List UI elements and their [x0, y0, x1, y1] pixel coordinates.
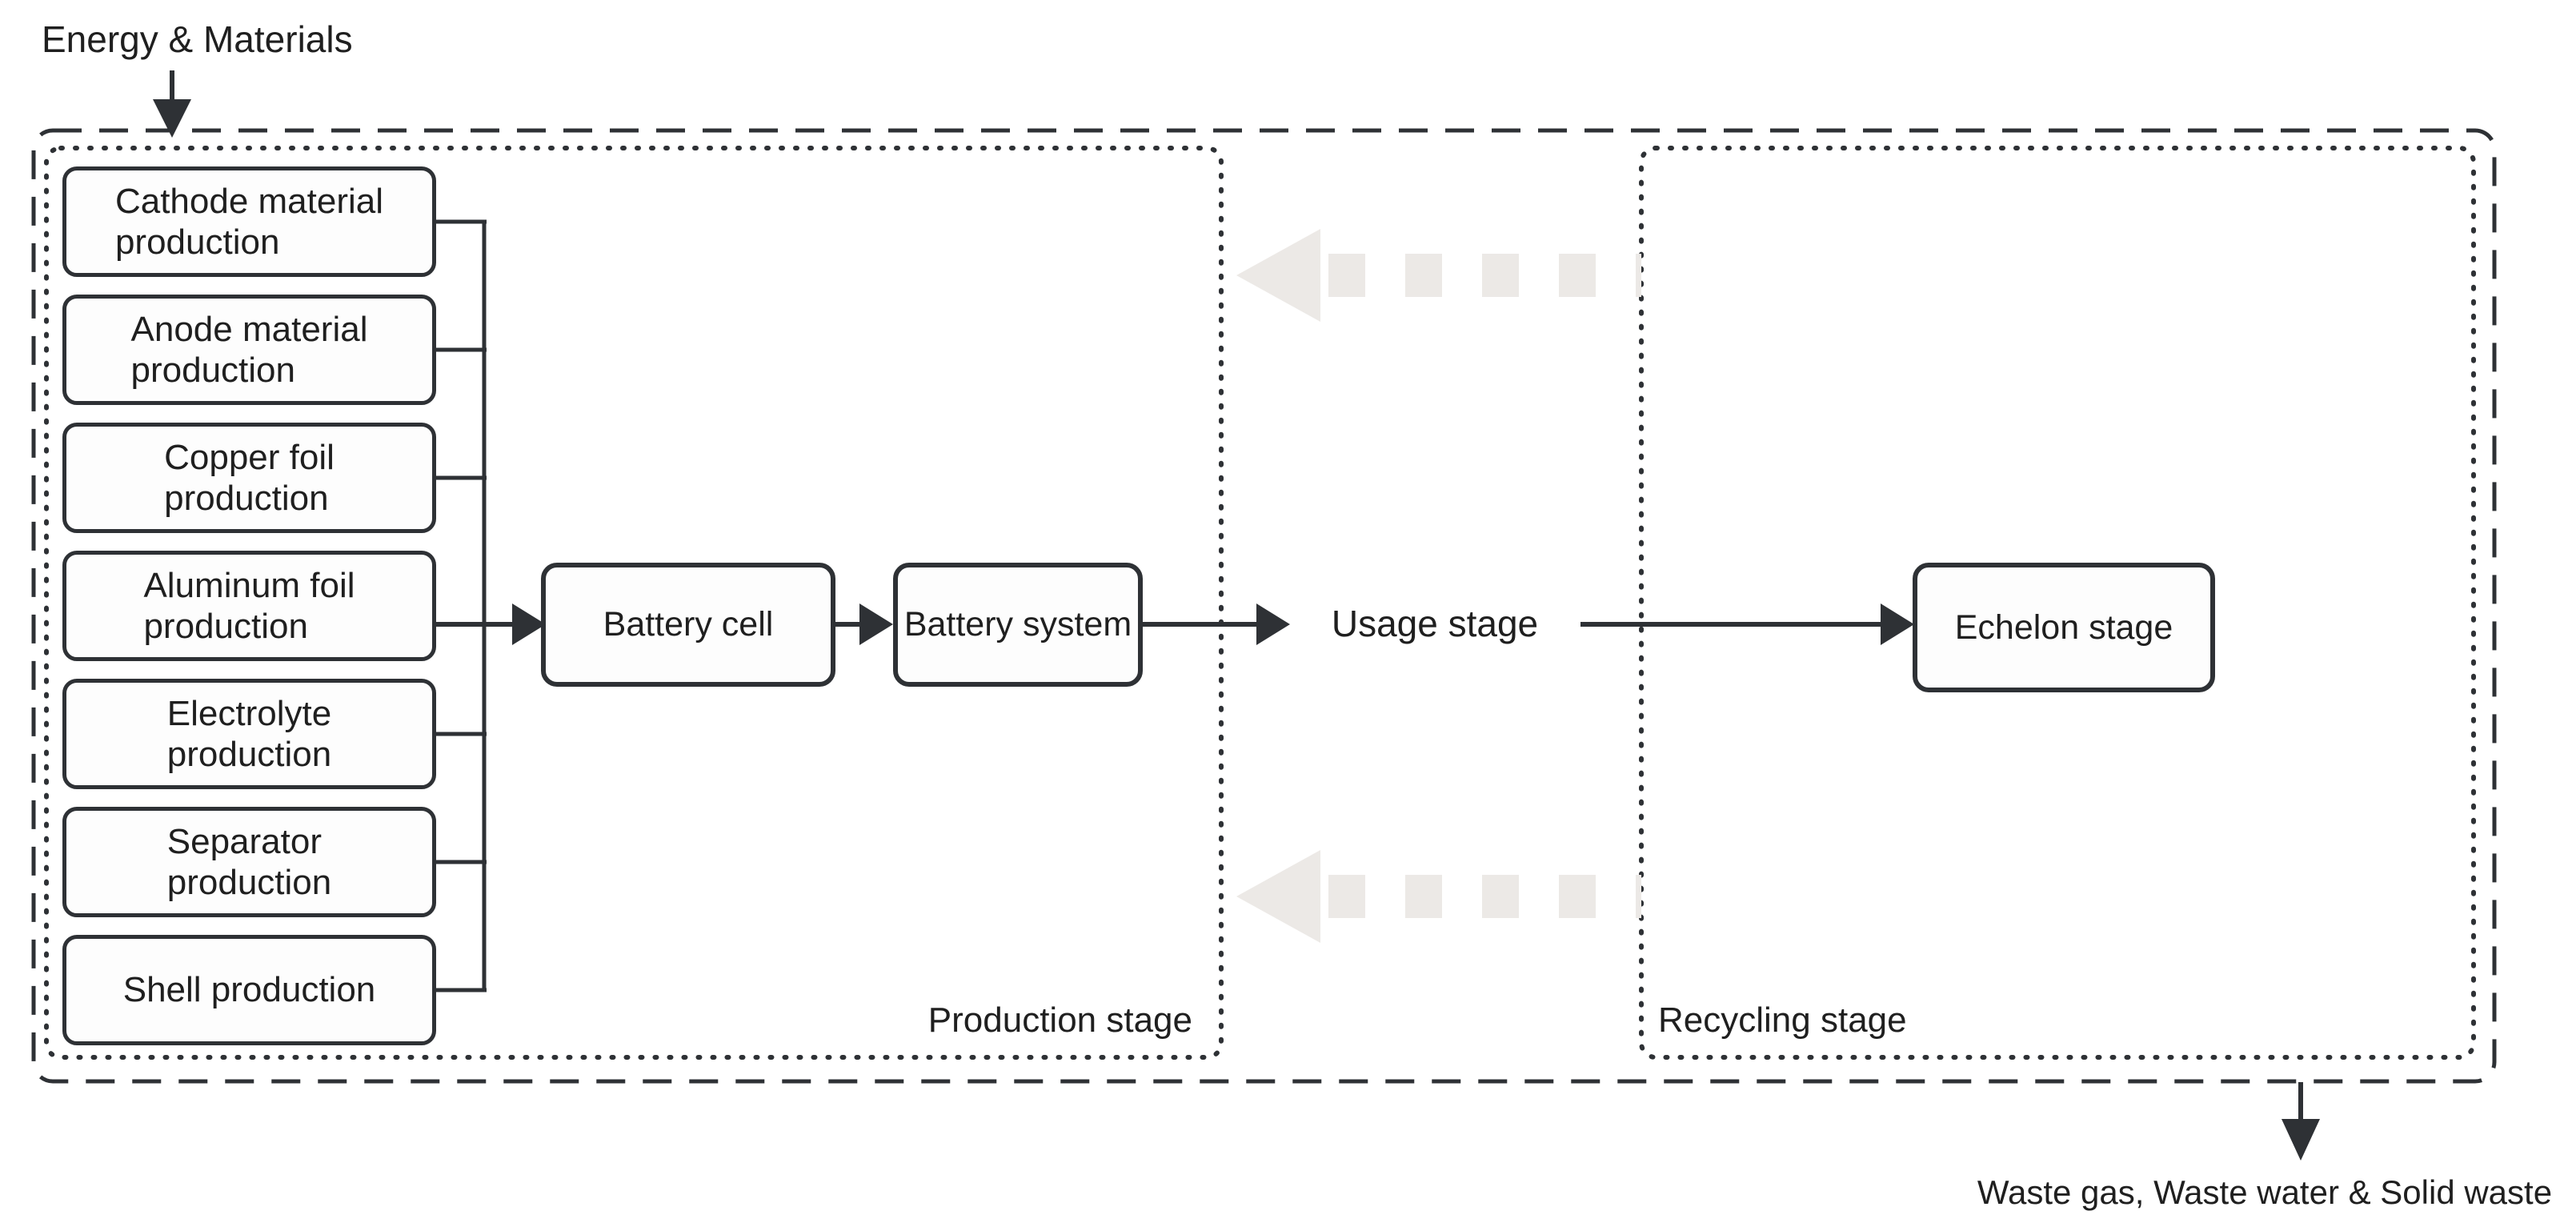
- process-box-anode: Anode material production: [62, 295, 436, 405]
- process-box-shell-label: Shell production: [122, 970, 376, 1010]
- energy-input-arrow-head-icon: [153, 99, 191, 138]
- process-box-electrolyte: Electrolyte production: [62, 679, 436, 789]
- process-box-separator-label: Separator production: [166, 821, 332, 902]
- arrow-usage-to-echelon-head-icon: [1881, 603, 1914, 645]
- usage-stage-label: Usage stage: [1331, 603, 1539, 644]
- arrow-to-battery-cell-head-icon: [512, 603, 546, 645]
- process-box-aluminum-foil-label: Aluminum foil production: [143, 565, 355, 646]
- battery-system-label: Battery system: [903, 605, 1132, 644]
- recycling-stage-caption: Recycling stage: [1658, 1000, 1907, 1040]
- battery-system-box: Battery system: [893, 563, 1143, 687]
- process-box-copper-foil: Copper foil production: [62, 423, 436, 533]
- recycling-stage-dotted-box: [1639, 146, 2476, 1060]
- process-box-cathode-label: Cathode material production: [114, 181, 384, 262]
- faded-return-arrow-bottom-head-icon: [1236, 850, 1320, 943]
- waste-output-label: Waste gas, Waste water & Solid waste: [1977, 1173, 2553, 1211]
- arrow-cell-to-system-head-icon: [859, 603, 893, 645]
- arrow-system-to-usage-head-icon: [1256, 603, 1290, 645]
- energy-materials-label: Energy & Materials: [42, 18, 353, 60]
- process-box-copper-foil-label: Copper foil production: [164, 437, 335, 518]
- process-box-shell: Shell production: [62, 935, 436, 1045]
- process-box-anode-label: Anode material production: [130, 309, 368, 390]
- echelon-stage-label: Echelon stage: [1954, 607, 2173, 647]
- waste-output-arrow-head-icon: [2282, 1119, 2320, 1161]
- production-stage-caption: Production stage: [927, 1000, 1192, 1040]
- process-box-cathode: Cathode material production: [62, 166, 436, 277]
- echelon-stage-box: Echelon stage: [1913, 563, 2215, 692]
- process-box-separator: Separator production: [62, 807, 436, 917]
- battery-cell-label: Battery cell: [603, 605, 774, 644]
- process-box-electrolyte-label: Electrolyte production: [166, 693, 332, 774]
- battery-cell-box: Battery cell: [541, 563, 835, 687]
- system-boundary-dashed-box: [31, 128, 2497, 1084]
- faded-return-arrow-top-head-icon: [1236, 229, 1320, 322]
- process-box-aluminum-foil: Aluminum foil production: [62, 551, 436, 661]
